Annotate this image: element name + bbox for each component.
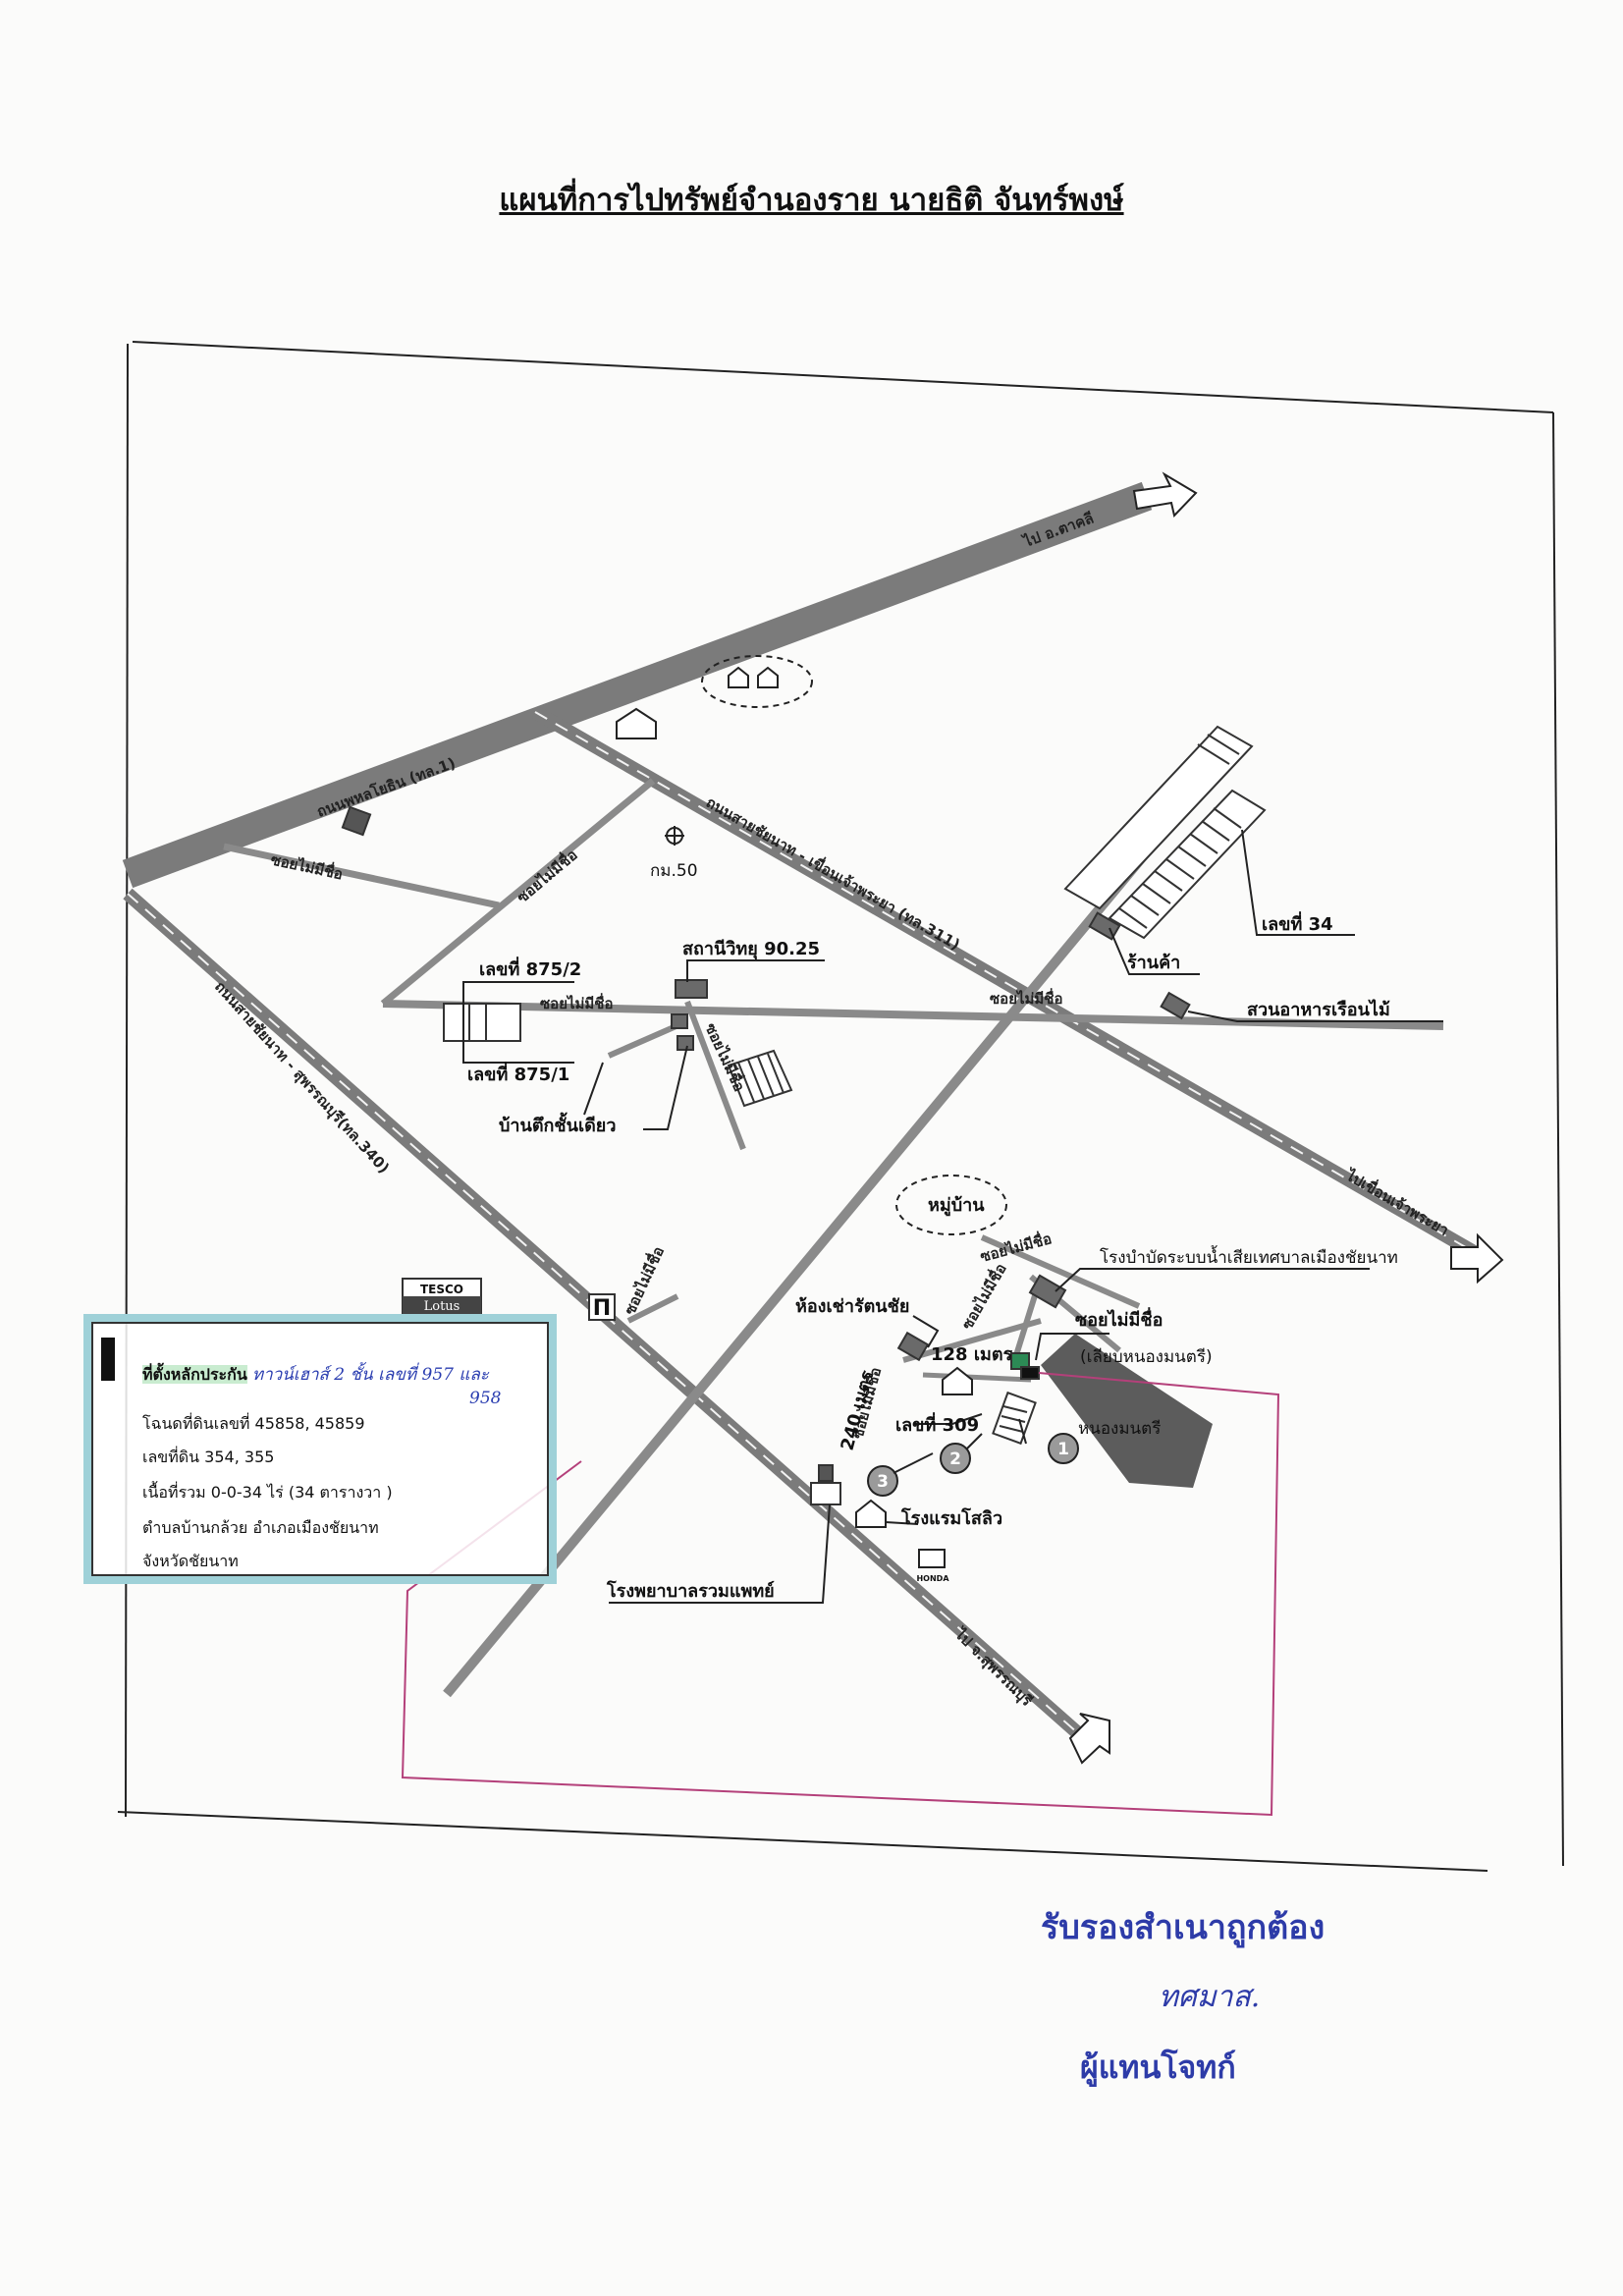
certify-line: รับรองสำเนาถูกต้อง [1041,1908,1325,1947]
label-soi-no-name: ซอยไม่มีชื่อ [1075,1307,1163,1331]
label-soi-note: (เลียบหนองมนตรี) [1080,1347,1213,1367]
label-hotel: โรงแรมโสลิว [900,1507,1002,1529]
address-line-1: ตำบลบ้านกล้วย อำเภอเมืองชัยนาท [142,1518,379,1537]
label-plot-875-1: เลขที่ 875/1 [467,1062,569,1085]
road-phahonyothin [122,481,1153,889]
label-plot-309: เลขที่ 309 [895,1412,979,1436]
label-dist-128: 128 เมตร [931,1344,1013,1365]
arrow-to-dam-icon [1450,1232,1504,1285]
label-soi-3: ซอยไม่มีชื่อ [540,993,614,1012]
label-wastewater: โรงบำบัดระบบน้ำเสียเทศบาลเมืองชัยนาท [1100,1245,1398,1268]
label-single-house: บ้านตึกชั้นเดียว [499,1112,616,1136]
label-soi-9: ซอยไม่มีชื่อ [990,988,1063,1008]
label-shop: ร้านค้า [1127,953,1180,973]
label-soi-6: ซอยไม่มีชื่อ [978,1228,1054,1266]
svg-text:Lotus: Lotus [424,1299,460,1314]
label-to-dam: ไปเขื่อนเจ้าพระยา [1341,1164,1452,1239]
tesco-lotus-logo: TESCO Lotus [402,1278,482,1315]
collateral-label: ที่ตั้งหลักประกัน [142,1365,247,1384]
deed-number: โฉนดที่ดินเลขที่ 45858, 45859 [142,1414,365,1433]
place-labels: เลขที่ 875/2 เลขที่ 875/1 สถานีวิทยุ 90.… [467,911,1398,1602]
page-title: แผนที่การไปทรัพย์จำนองราย นายธิติ จันทร์… [499,183,1124,218]
buildings: П [341,725,1267,1505]
signature: ทศมาส. [1159,1980,1261,2014]
handwritten-number: 958 [469,1389,502,1408]
arrow-to-suphan-icon [1068,1713,1110,1765]
collateral-info-box: ที่ตั้งหลักประกัน ทาวน์เฮาส์ 2 ชั้น เลขท… [83,1314,557,1584]
road-long-diagonal [443,816,1177,1698]
village-circle [895,1175,1007,1235]
label-to-suphanburi: ไป จ.สุพรรณบุรี [949,1623,1037,1711]
label-radio: สถานีวิทยุ 90.25 [682,939,820,960]
label-soi-7: ซอยไม่มีชื่อ [956,1259,1010,1333]
map-frame [117,341,1564,1872]
svg-text:TESCO: TESCO [420,1283,463,1296]
label-restaurant: สวนอาหารเรือนไม้ [1247,999,1390,1020]
label-km: กม.50 [650,861,698,881]
label-road-chainat-suphan: ถนนสายชัยนาท - สุพรรณบุรี(ทล.340) [210,978,393,1177]
address-line-2: จังหวัดชัยนาท [142,1552,239,1570]
direction-arrows [1068,471,1504,1765]
svg-text:HONDA: HONDA [916,1574,949,1583]
svg-text:П: П [593,1296,611,1321]
label-soi-2: ซอยไม่มีชื่อ [513,845,581,906]
marker-2: 2 [949,1449,961,1469]
label-soi-1: ซอยไม่มีชื่อ [269,848,345,883]
temple-icon [616,707,657,739]
plaintiff-rep: ผู้แทนโจทก์ [1080,2049,1236,2086]
honda-logo: HONDA [916,1549,949,1583]
handwritten-description: ทาวน์เฮาส์ 2 ชั้น เลขที่ 957 และ [251,1365,489,1385]
pond-area [1041,1334,1213,1488]
numbered-markers: 1 2 3 [867,1433,1079,1497]
leader-lines [462,829,1443,1604]
land-area: เนื้อที่รวม 0-0-34 ไร่ (34 ตารางวา ) [142,1483,393,1502]
label-village: หมู่บ้าน [928,1195,985,1217]
label-rental-room: ห้องเช่ารัตนชัย [795,1296,909,1317]
house-icons [728,666,779,688]
marker-3: 3 [877,1472,889,1492]
road-soi-horizontal [382,1000,1444,1030]
label-plot-34: เลขที่ 34 [1262,911,1333,935]
houses-circle [701,655,813,708]
label-plot-875-2: เลขที่ 875/2 [479,957,581,980]
marker-1: 1 [1057,1440,1069,1459]
land-number: เลขที่ดิน 354, 355 [142,1448,275,1466]
label-hospital: โรงพยาบาลรวมแพทย์ [606,1580,775,1602]
marker-block [101,1338,115,1381]
arrow-to-takhli-icon [1132,471,1198,519]
label-pond: หนองมนตรี [1078,1419,1161,1439]
label-road-chainat-chaophraya: ถนนสายชัยนาท - เขื่อนเจ้าพระยา (ทล.311) [703,792,964,954]
school-icon [855,1366,973,1528]
